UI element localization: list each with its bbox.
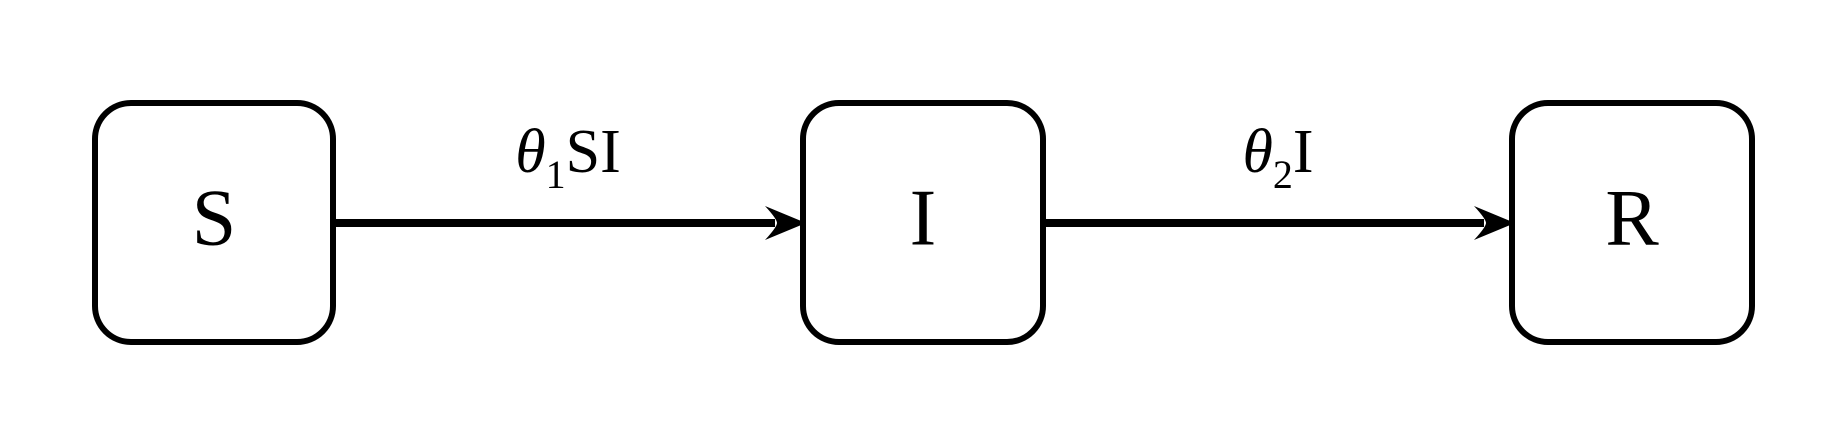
- compartment-infected[interactable]: I: [800, 100, 1046, 345]
- compartment-recovered-box: [1509, 100, 1755, 345]
- flow-recovery-arrowhead: [1474, 206, 1515, 240]
- rate-label-infection: θ1SI: [515, 118, 621, 197]
- compartment-infected-label: I: [910, 174, 937, 262]
- compartment-susceptible[interactable]: S: [92, 100, 336, 345]
- compartment-susceptible-label: S: [192, 174, 237, 262]
- rate-label-infection-subscript: 1: [546, 152, 566, 197]
- compartment-recovered[interactable]: R: [1509, 100, 1755, 345]
- rate-label-recovery-subscript: 2: [1273, 152, 1293, 197]
- rate-label-recovery-term: I: [1293, 118, 1314, 186]
- rate-label-recovery: θ2I: [1242, 118, 1313, 197]
- rate-label-recovery-theta: θ: [1242, 118, 1272, 186]
- flow-recovery[interactable]: [1043, 206, 1515, 240]
- compartment-infected-box: [800, 100, 1046, 345]
- rate-label-infection-theta: θ: [515, 118, 545, 186]
- rate-label-infection-term: SI: [566, 118, 621, 186]
- flow-infection[interactable]: [333, 206, 806, 240]
- compartment-susceptible-box: [92, 100, 336, 345]
- compartment-recovered-label: R: [1605, 174, 1659, 262]
- flow-infection-arrowhead: [765, 206, 806, 240]
